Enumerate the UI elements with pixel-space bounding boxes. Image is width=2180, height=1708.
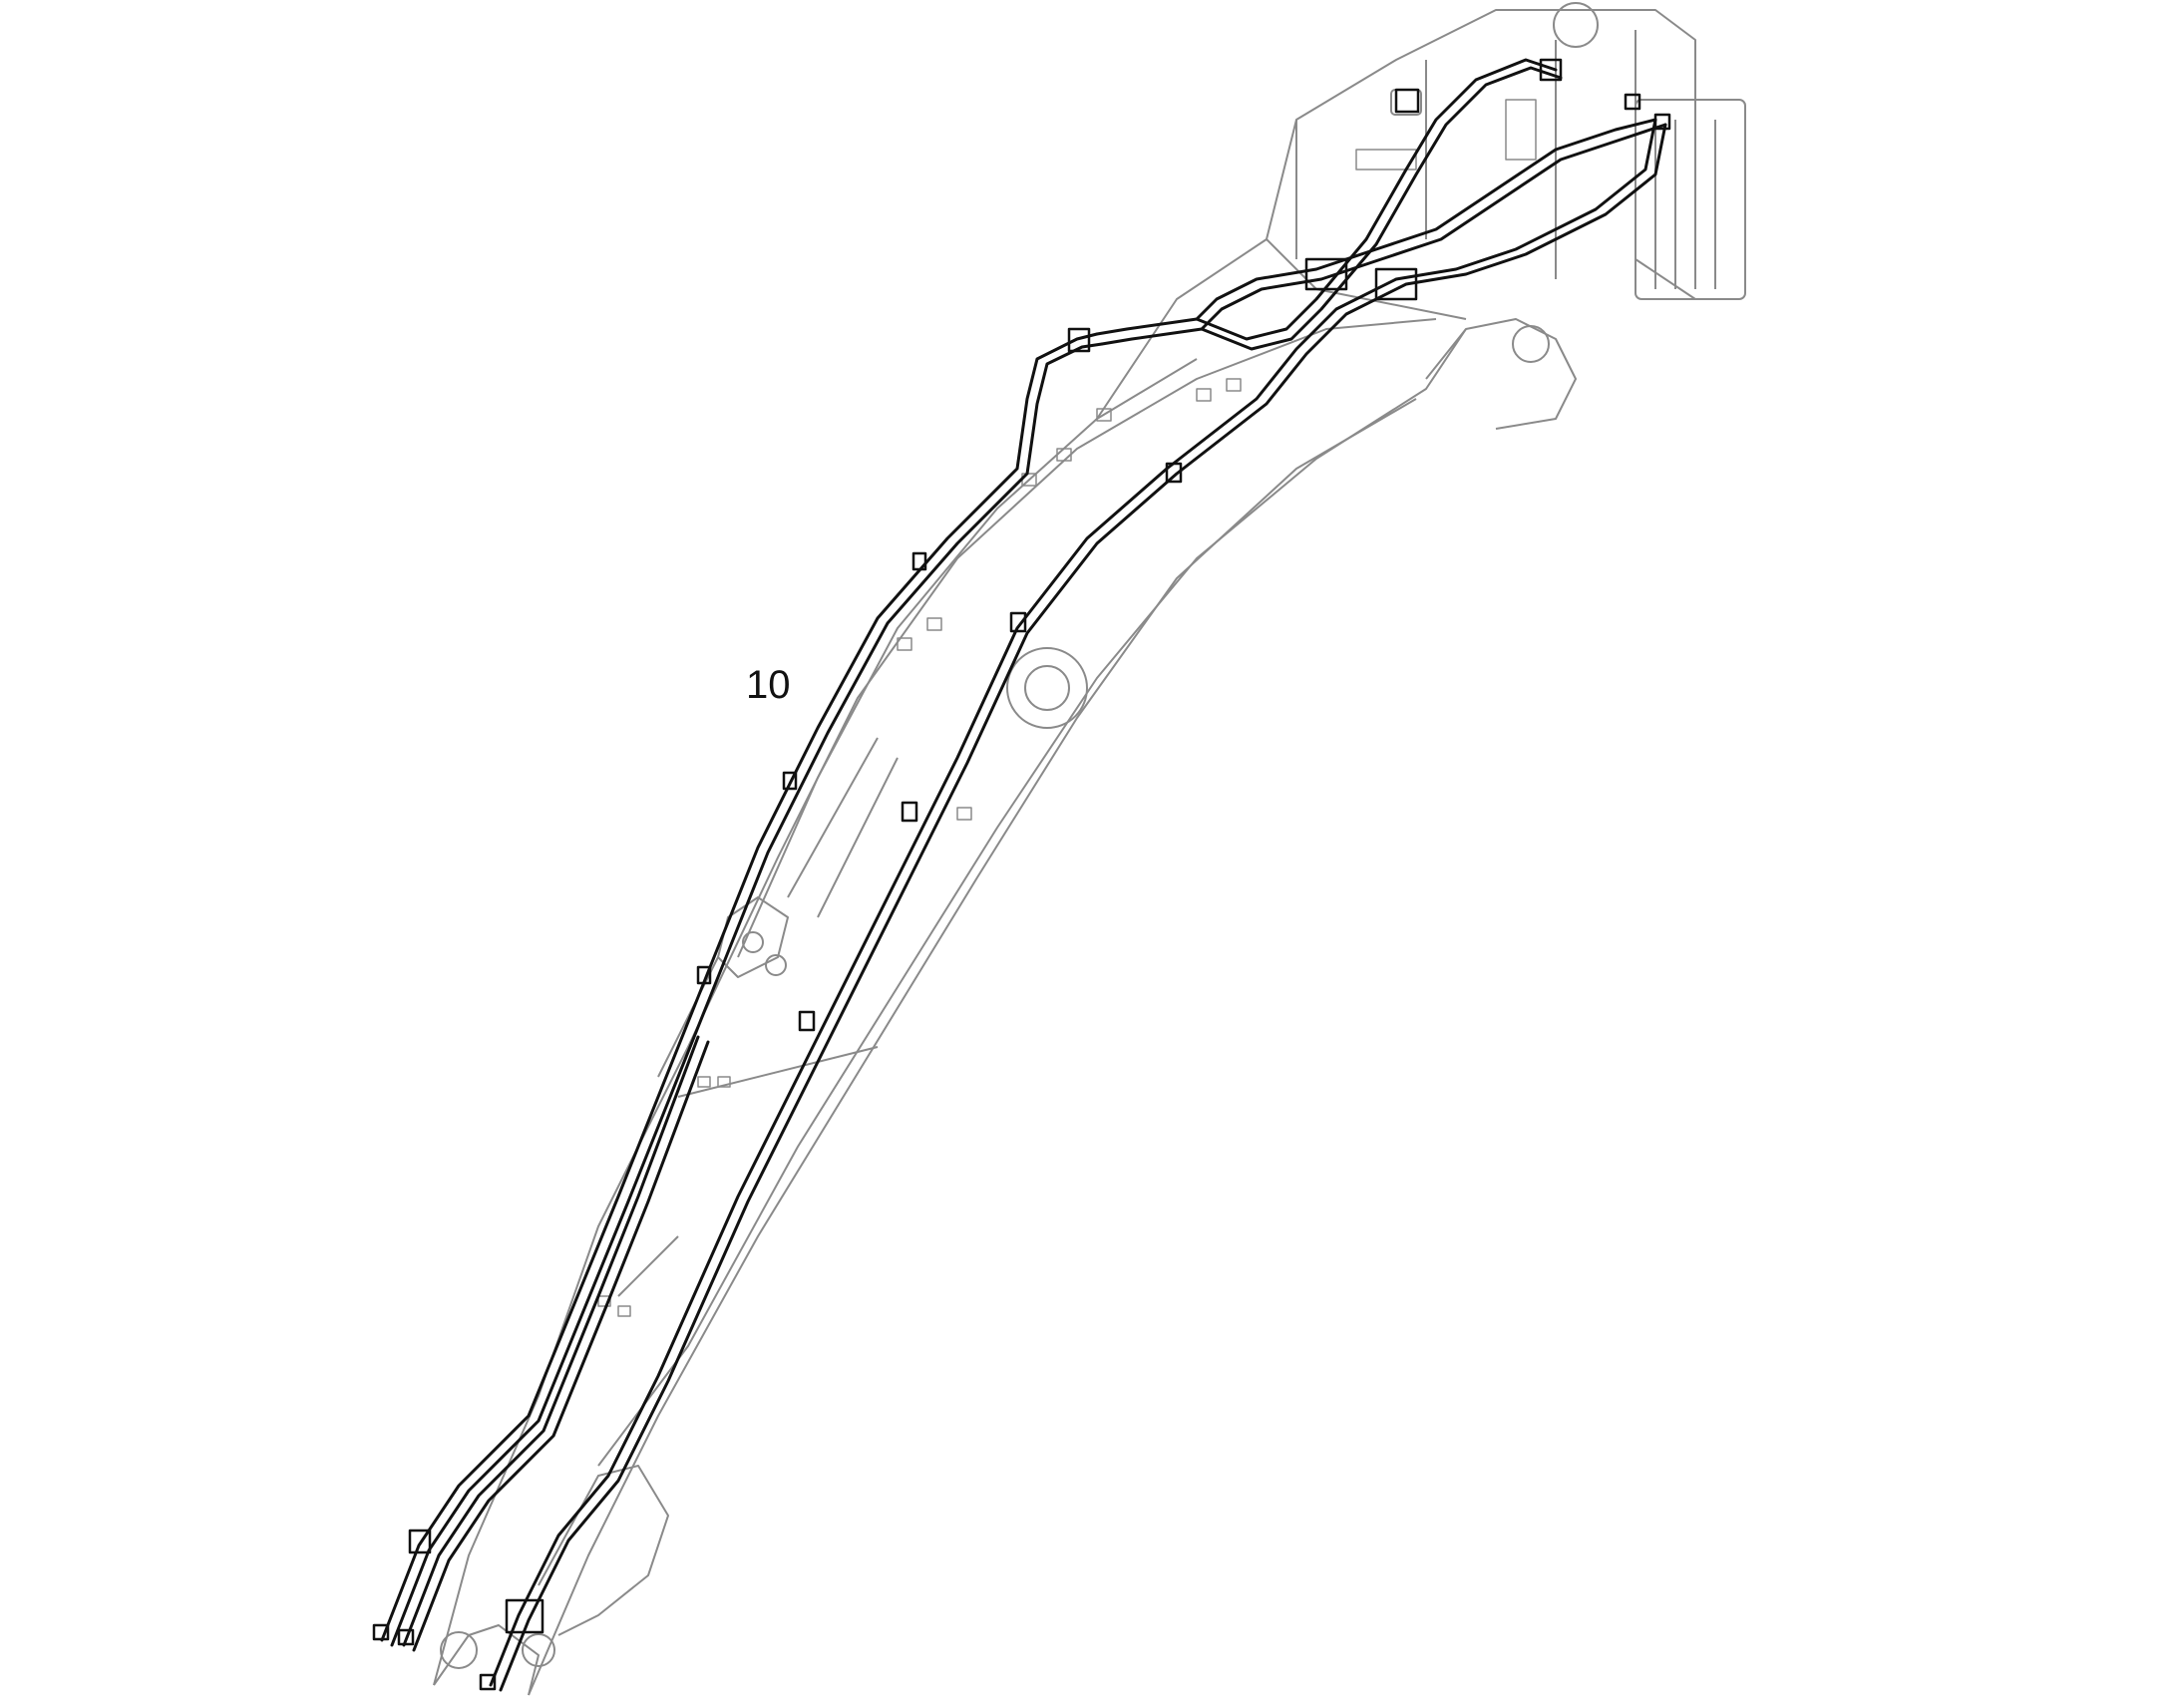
boom-frame — [433, 2, 1746, 1696]
callout-label: 10 — [746, 663, 791, 707]
hydraulic-hoses — [372, 58, 1671, 1692]
